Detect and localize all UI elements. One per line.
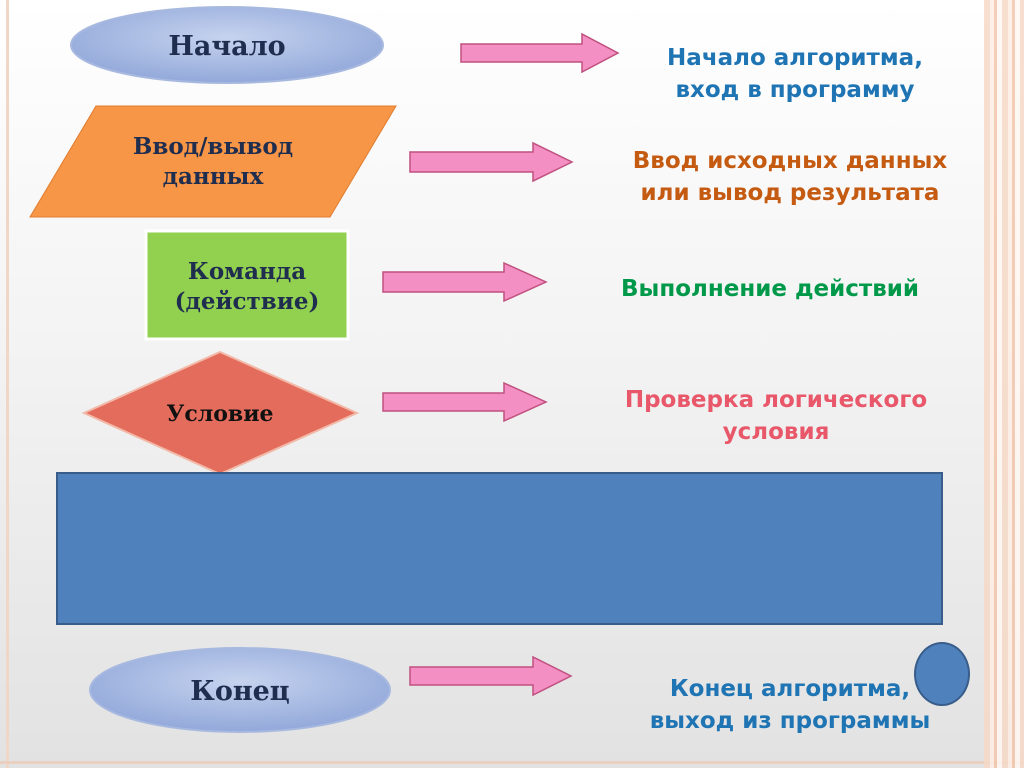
io-description: Ввод исходных данных или вывод результат… bbox=[605, 145, 975, 209]
decision-diamond: Условие bbox=[81, 350, 360, 476]
start-description-line1: Начало алгоритма, bbox=[667, 45, 923, 71]
blue-overlay-circle bbox=[914, 642, 970, 706]
arrow-process bbox=[382, 261, 548, 303]
io-label-line1: Ввод/вывод bbox=[133, 133, 293, 160]
arrow-end bbox=[409, 655, 573, 697]
decision-description-line2: условия bbox=[722, 419, 830, 445]
process-shape bbox=[144, 229, 350, 341]
arrow-start bbox=[460, 32, 620, 74]
end-description-line1: Конец алгоритма, bbox=[669, 676, 911, 702]
bottom-border-line bbox=[0, 761, 1024, 764]
start-description-line2: вход в программу bbox=[675, 77, 915, 103]
left-border-line bbox=[6, 0, 9, 768]
io-label-line2: данных bbox=[163, 163, 264, 190]
process-rectangle: Команда (действие) bbox=[144, 229, 350, 341]
start-label: Начало bbox=[168, 31, 285, 62]
arrow-io bbox=[409, 141, 574, 183]
io-parallelogram: Ввод/вывод данных bbox=[29, 105, 397, 218]
right-decorative-border bbox=[984, 0, 1024, 768]
start-description: Начало алгоритма, вход в программу bbox=[640, 42, 950, 106]
arrow-decision bbox=[382, 381, 548, 423]
end-description: Конец алгоритма, выход из программы bbox=[620, 673, 960, 737]
io-description-line1: Ввод исходных данных bbox=[632, 148, 948, 174]
io-shape bbox=[29, 105, 397, 218]
decision-label: Условие bbox=[166, 401, 273, 427]
process-description: Выполнение действий bbox=[590, 273, 950, 305]
decision-description-line1: Проверка логического bbox=[624, 387, 928, 413]
io-description-line2: или вывод результата bbox=[640, 180, 940, 206]
process-description-line1: Выполнение действий bbox=[620, 276, 919, 302]
blue-overlay-rectangle bbox=[56, 472, 943, 625]
end-description-line2: выход из программы bbox=[649, 708, 931, 734]
end-label: Конец bbox=[190, 676, 290, 707]
decision-description: Проверка логического условия bbox=[600, 384, 952, 448]
process-label-line1: Команда bbox=[188, 258, 306, 285]
end-terminator: Конец bbox=[89, 647, 391, 733]
start-terminator: Начало bbox=[70, 6, 384, 84]
process-label-line2: (действие) bbox=[175, 288, 320, 315]
